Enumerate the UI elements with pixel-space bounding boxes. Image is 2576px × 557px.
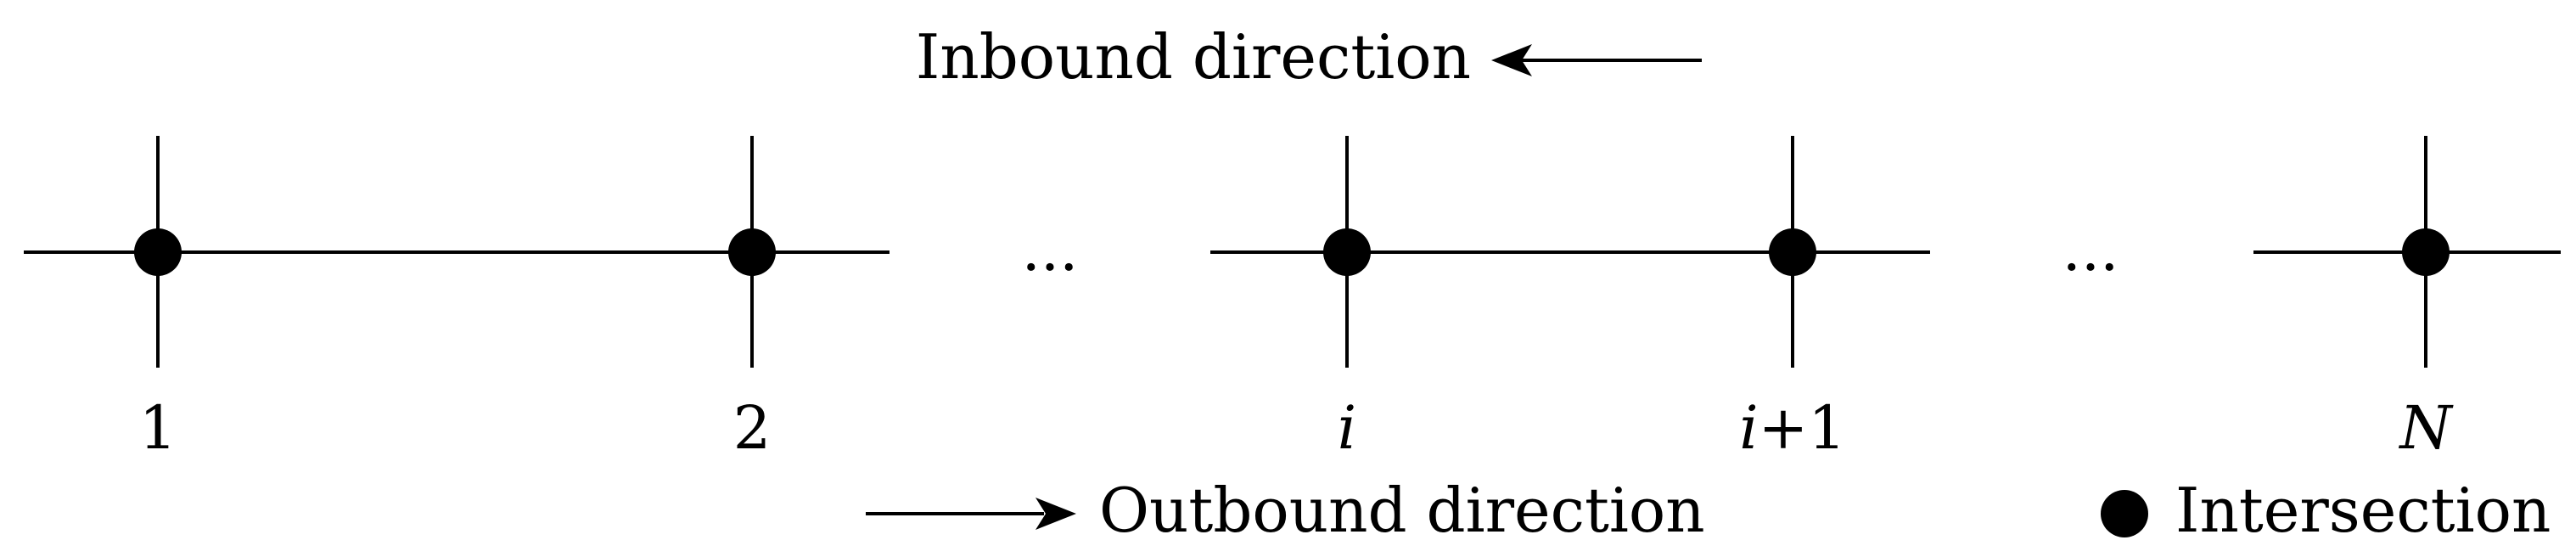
ellipsis-1: ... (1022, 215, 1079, 284)
intersection-label-n: N (2398, 393, 2454, 463)
outbound-direction-label: Outbound direction (1099, 475, 1705, 546)
intersection-label-i-plus-1: i+1 (1739, 393, 1846, 463)
intersection-label-i-plus-1-italic: i (1739, 393, 1758, 463)
inbound-arrow-icon (1491, 44, 1702, 76)
intersection-node-1 (134, 228, 182, 276)
ellipsis-2: ... (2062, 215, 2119, 284)
inbound-direction-label: Inbound direction (916, 21, 1471, 93)
intersection-label-i: i (1338, 393, 1356, 463)
intersection-label-i-plus-1-rest: +1 (1759, 393, 1846, 463)
intersection-node-i (1323, 228, 1371, 276)
outbound-arrow-icon (866, 498, 1076, 530)
intersection-node-2 (728, 228, 776, 276)
legend-intersection-label: Intersection (2175, 475, 2551, 546)
intersection-node-i-plus-1 (1769, 228, 1816, 276)
intersection-node-n (2402, 228, 2450, 276)
intersection-label-1: 1 (139, 393, 177, 463)
intersection-label-2: 2 (733, 393, 772, 463)
legend-intersection-icon (2101, 490, 2148, 537)
